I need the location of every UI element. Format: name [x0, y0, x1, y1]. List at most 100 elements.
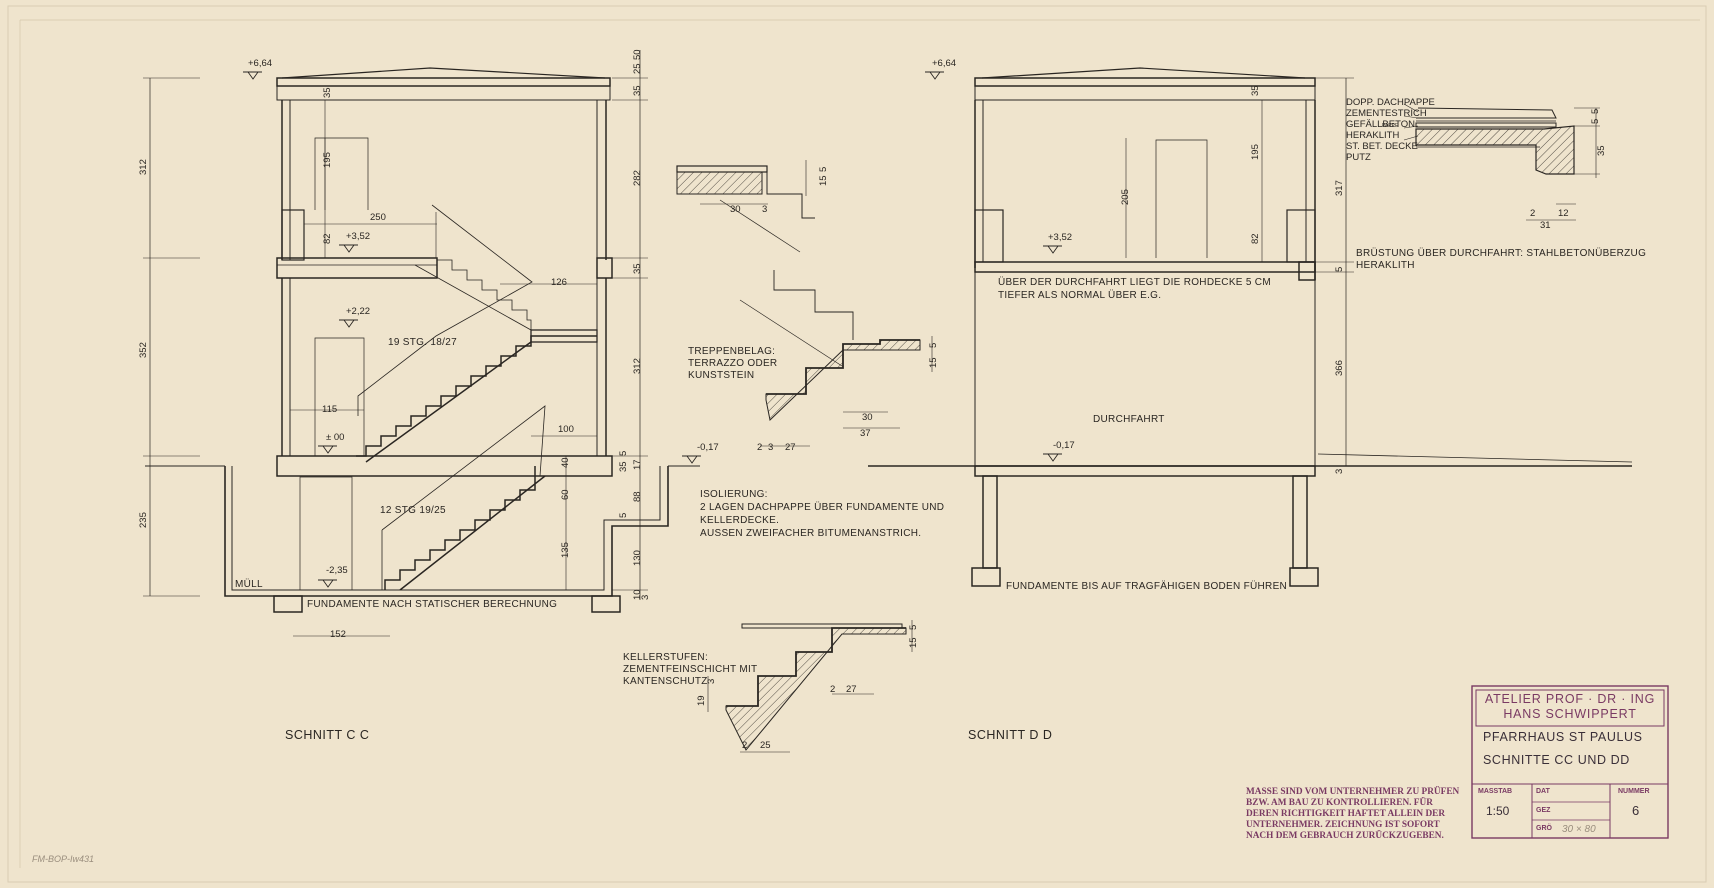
dim-right: 312 [632, 358, 643, 374]
dim-right: 25 [632, 63, 643, 74]
title-block [1471, 685, 1669, 839]
disclaimer-line: NACH DEM GEBRAUCH ZURÜCKZUGEBEN. [1246, 828, 1444, 841]
section-dd-title: SCHNITT D D [968, 728, 1052, 742]
dim-right: 282 [632, 170, 643, 186]
office-name: ATELIER PROF · DR · ING [1485, 692, 1655, 706]
stair-upper-label: 19 STG. 18/27 [388, 337, 457, 348]
dim: 12 [1558, 208, 1569, 219]
dim-right: 35 [632, 85, 643, 96]
gro-label: GRÖ [1536, 823, 1553, 832]
dim-left-lower: 235 [138, 512, 149, 528]
drawing-name: SCHNITTE CC UND DD [1483, 753, 1630, 767]
pappe-label: PAPPE [1382, 123, 1399, 129]
dim-dd: 35 [1250, 85, 1261, 96]
section-dd-text: +6,64 +3,52 -0,17 35 195 82 205 317 5 36… [932, 58, 1646, 742]
dim: 31 [1540, 220, 1551, 231]
isolierung-note: AUSSEN ZWEIFACHER BITUMENANSTRICH. [700, 528, 921, 539]
dim: 30 [862, 412, 873, 423]
section-cc-text: +6,64 +3,52 +2,22 ± 00 -0,17 -2,35 312 3… [138, 49, 719, 742]
muell-label: MÜLL [235, 578, 263, 590]
dim: 15 [928, 357, 939, 368]
roof-layer: DOPP. DACHPAPPE [1346, 97, 1435, 108]
stair-detail-top [676, 160, 815, 253]
dim: 2 [742, 740, 747, 751]
dim-inner: 250 [370, 212, 386, 223]
roof-layer: HERAKLITH [1346, 130, 1399, 141]
dim: 15 [908, 637, 919, 648]
roof-detail-text: DOPP. DACHPAPPE ZEMENTESTRICH GEFÄLLBETO… [1346, 97, 1607, 231]
dim: 3 [768, 442, 773, 453]
dim-dd: 5 [1334, 267, 1345, 272]
archive-reference: FM-BOP-Iw431 [32, 854, 94, 864]
gro-value: 30 × 80 [1562, 824, 1596, 835]
dim: 3 [762, 204, 767, 215]
dim: 27 [785, 442, 796, 453]
dim-dd: 82 [1250, 233, 1261, 244]
cc-foundation-note: FUNDAMENTE NACH STATISCHER BERECHNUNG [307, 599, 557, 610]
disclaimer-line: UNTERNEHMER. ZEICHNUNG IST SOFORT [1246, 820, 1441, 830]
dim: 5 [908, 625, 919, 630]
dim-right: 50 [632, 49, 643, 60]
disclaimer-line: DEREN RICHTIGKEIT HAFTET ALLEIN DER [1246, 809, 1445, 819]
dim: 2 [757, 442, 762, 453]
treppenbelag-label: TREPPENBELAG: [688, 346, 775, 357]
section-cc [143, 50, 701, 637]
stair-lower-label: 12 STG 19/25 [380, 505, 446, 516]
level-cc-roof: +6,64 [248, 58, 272, 69]
dim-dd: 195 [1250, 144, 1261, 160]
dim: 2 [1530, 208, 1535, 219]
dd-note-line2: TIEFER ALS NORMAL ÜBER E.G. [998, 289, 1161, 301]
dim-inner: 152 [330, 629, 346, 640]
dim-right: 17 [632, 459, 643, 470]
level-cc-landing: +2,22 [346, 306, 370, 317]
masstab-label: MASSTAB [1478, 788, 1512, 795]
kellerstufen-label: ZEMENTFEINSCHICHT MIT [623, 664, 757, 675]
masstab-value: 1:50 [1486, 804, 1510, 818]
dim-inner: 135 [560, 542, 571, 558]
dim-right: 5 [618, 513, 629, 518]
level-cc-first: +3,52 [346, 231, 370, 242]
roof-layer: PUTZ [1346, 152, 1371, 163]
gez-label: GEZ [1536, 807, 1551, 814]
dd-foundation-note: FUNDAMENTE BIS AUF TRAGFÄHIGEN BODEN FÜH… [1006, 580, 1287, 592]
title-block-text: ATELIER PROF · DR · ING HANS SCHWIPPERT … [1478, 692, 1655, 835]
dim-inner: 100 [558, 424, 574, 435]
level-dd-first: +3,52 [1048, 232, 1072, 243]
kellerstufen-label: KANTENSCHUTZ [623, 676, 708, 687]
dim: 5 [1590, 119, 1601, 124]
dim: 25 [760, 740, 771, 751]
dim: 19 [696, 695, 707, 706]
level-dd-passage: -0,17 [1053, 440, 1075, 451]
dd-note-line1: ÜBER DER DURCHFAHRT LIEGT DIE ROHDECKE 5… [998, 276, 1271, 288]
dim-dd: 205 [1120, 189, 1131, 205]
kellerstufen-label: KELLERSTUFEN: [623, 652, 708, 663]
disclaimer-line: BZW. AM BAU ZU KONTROLLIEREN. FÜR [1246, 795, 1433, 808]
dim: 35 [1596, 145, 1607, 156]
nummer-value: 6 [1632, 803, 1639, 818]
section-cc-title: SCHNITT C C [285, 728, 369, 742]
dim-right: 35 [618, 461, 629, 472]
dim-inner: 40 [560, 457, 571, 468]
level-cc-basement: -2,35 [326, 565, 348, 576]
dim-right: 3 [640, 595, 651, 600]
stair-detail-bottom [707, 620, 913, 753]
dim-inner: 195 [322, 152, 333, 168]
dim-inner: 82 [322, 233, 333, 244]
project-name: PFARRHAUS ST PAULUS [1483, 730, 1643, 744]
roof-layer: ST. BET. DECKE [1346, 141, 1418, 152]
treppenbelag-label: KUNSTSTEIN [688, 370, 754, 381]
treppenbelag-label: TERRAZZO ODER [688, 358, 777, 369]
isolierung-note: KELLERDECKE. [700, 515, 779, 526]
sheet-border [7, 5, 1707, 883]
dim: 5 [818, 167, 829, 172]
isolierung-note: ISOLIERUNG: [700, 489, 768, 500]
roof-detail [1403, 103, 1600, 221]
nummer-label: NUMMER [1618, 788, 1650, 795]
dim: 37 [860, 428, 871, 439]
dat-label: DAT [1536, 788, 1551, 795]
dim: 5 [928, 343, 939, 348]
dim-right: 10 [632, 589, 643, 600]
dim: 27 [846, 684, 857, 695]
dim-left-middle: 352 [138, 342, 149, 358]
stair-detail-top-text: 15 5 30 3 [730, 167, 829, 215]
